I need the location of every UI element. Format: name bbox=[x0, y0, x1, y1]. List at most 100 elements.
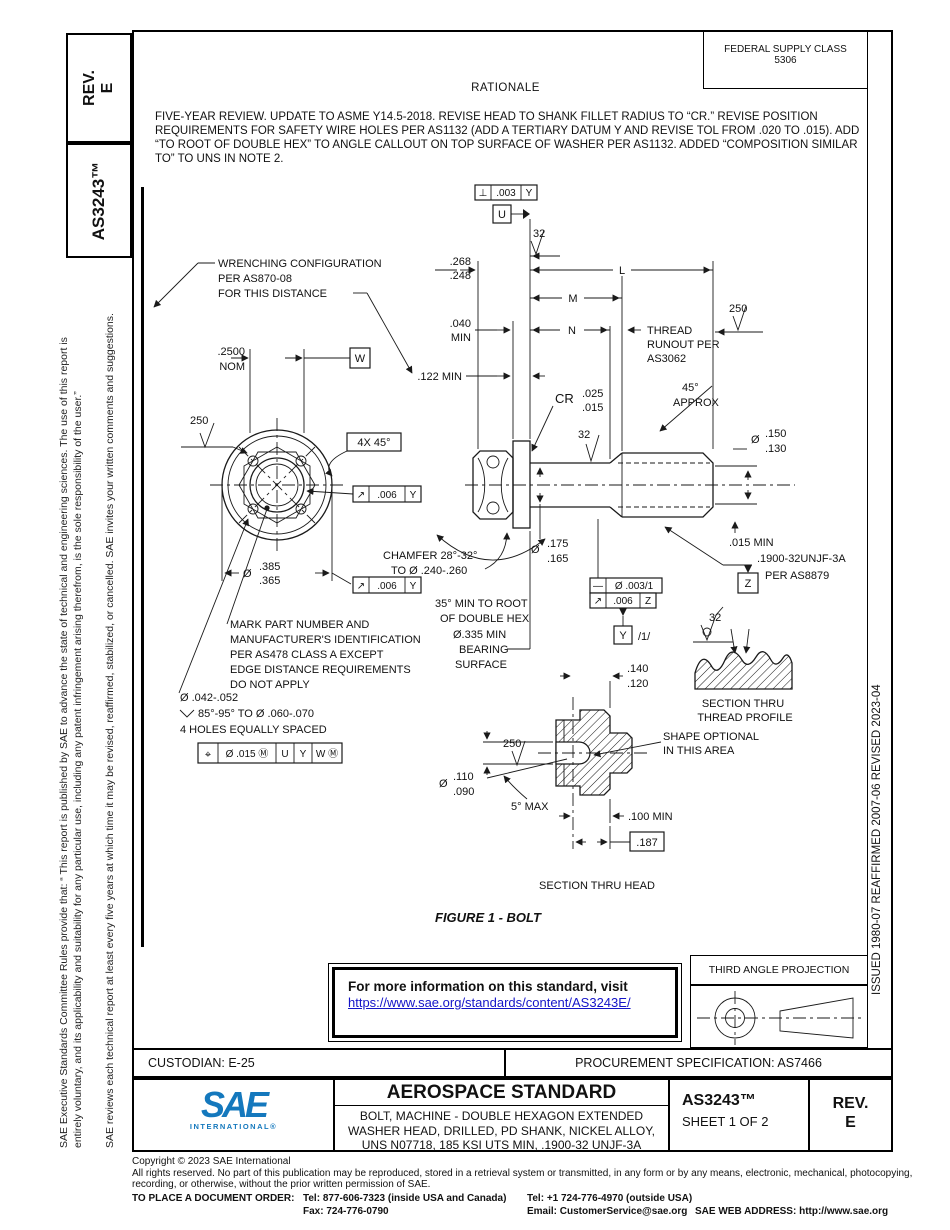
sae-logo-text: SAE bbox=[200, 1084, 269, 1125]
runoutz-icon: ↗ bbox=[594, 596, 602, 607]
projection-box: THIRD ANGLE PROJECTION bbox=[690, 955, 868, 1048]
hex35-note-2: OF DOUBLE HEX bbox=[440, 613, 530, 625]
datum-w: W bbox=[355, 353, 366, 365]
bolt-side-view bbox=[465, 440, 795, 529]
rev-label: REV. bbox=[81, 70, 98, 106]
title-block: SAE INTERNATIONAL® AEROSPACE STANDARD BO… bbox=[132, 1078, 893, 1152]
datum-y-ref: Y bbox=[619, 630, 627, 642]
section-thru-head bbox=[538, 697, 647, 849]
runout-frame-1: ↗ .006 Y bbox=[306, 485, 422, 503]
head-end-view bbox=[210, 418, 344, 552]
dia385-sym: Ø bbox=[243, 568, 252, 580]
thread-callout-2: PER AS8879 bbox=[765, 570, 829, 582]
footer-rights: All rights reserved. No part of this pub… bbox=[132, 1167, 913, 1191]
doc-number-side: AS3243™ bbox=[89, 161, 108, 240]
sae-logo-sub: INTERNATIONAL® bbox=[189, 1122, 278, 1131]
footer-copyright: Copyright © 2023 SAE International bbox=[132, 1156, 291, 1167]
dim040-min: MIN bbox=[451, 332, 471, 344]
federal-supply-class-box: FEDERAL SUPPLY CLASS 5306 bbox=[703, 31, 868, 89]
dia385-lo: .365 bbox=[259, 575, 280, 587]
title-cell: AEROSPACE STANDARD BOLT, MACHINE - DOUBL… bbox=[335, 1080, 670, 1152]
chamfer-note-1: CHAMFER 28°-32° bbox=[383, 550, 477, 562]
runout2-datum: Y bbox=[410, 581, 417, 592]
rev-value: E bbox=[99, 82, 116, 94]
footer-web: SAE WEB ADDRESS: http://www.sae.org bbox=[695, 1206, 889, 1217]
sae-logo: SAE INTERNATIONAL® bbox=[134, 1080, 335, 1150]
right-strip-divider bbox=[867, 30, 868, 1048]
dim-2500: .2500 bbox=[217, 346, 245, 358]
projection-symbol-icon bbox=[697, 991, 861, 1045]
info-box-text: For more information on this standard, v… bbox=[348, 979, 628, 994]
dia150-lo: .130 bbox=[765, 443, 786, 455]
runout-frame-z: ↗ .006 Z bbox=[589, 592, 657, 609]
rationale-text: FIVE-YEAR REVIEW. UPDATE TO ASME Y14.5-2… bbox=[155, 111, 860, 165]
pos-datum-u: U bbox=[281, 749, 288, 760]
perpendicularity-frame: ⊥ .003 Y bbox=[474, 184, 538, 201]
datum-z: Z bbox=[745, 578, 752, 590]
bearing-note-3: SURFACE bbox=[455, 659, 507, 671]
runout-sym-icon: ↗ bbox=[357, 490, 365, 501]
runout2-tol: .006 bbox=[377, 581, 397, 592]
dim-L: L bbox=[619, 265, 625, 277]
figure-1-bolt-drawing: WRENCHING CONFIGURATION PER AS870-08 FOR… bbox=[153, 184, 846, 925]
holes-note-2: 85°-95° TO Ø .060-.070 bbox=[198, 708, 314, 720]
dia150-hi: .150 bbox=[765, 428, 786, 440]
footer-tel1: Tel: 877-606-7323 (inside USA and Canada… bbox=[303, 1193, 507, 1204]
straightness-tol: Ø .003/1 bbox=[615, 581, 654, 592]
wrench-note-3: FOR THIS DISTANCE bbox=[218, 288, 327, 300]
rev-cell-value: E bbox=[845, 1114, 856, 1131]
rev-cell: REV. E bbox=[810, 1080, 891, 1150]
dim122: .122 MIN bbox=[417, 371, 462, 383]
title-line2: WASHER HEAD, DRILLED, PD SHANK, NICKEL A… bbox=[348, 1123, 655, 1138]
dim-N: N bbox=[568, 325, 576, 337]
finish-32-top: 32 bbox=[533, 228, 545, 240]
runoutz-tol: .006 bbox=[613, 596, 633, 607]
dia150-sym: Ø bbox=[751, 434, 760, 446]
cr-label: CR bbox=[555, 391, 574, 406]
left-notice-line2: entirely voluntary, and its applicabilit… bbox=[72, 391, 84, 1148]
figure-caption: FIGURE 1 - BOLT bbox=[435, 910, 542, 925]
pos-tol: Ø .015 Ⓜ bbox=[226, 748, 269, 760]
perp-datum: Y bbox=[526, 188, 533, 199]
straightness-frame: — Ø .003/1 bbox=[589, 577, 663, 594]
dim140-lo: .120 bbox=[627, 678, 648, 690]
min100: .100 MIN bbox=[628, 811, 673, 823]
dia110-sym: Ø bbox=[439, 778, 448, 790]
runoutz-datum: Z bbox=[645, 596, 651, 607]
standard-type: AEROSPACE STANDARD bbox=[335, 1080, 668, 1106]
fsc-line2: 5306 bbox=[774, 55, 797, 66]
rev-box: REV. E bbox=[66, 33, 132, 143]
cr-hi: .025 bbox=[582, 388, 603, 400]
max5: 5° MAX bbox=[511, 801, 549, 813]
pos-datum-y: Y bbox=[300, 749, 307, 760]
dim268-hi: .268 bbox=[450, 256, 471, 268]
finish-250-left: 250 bbox=[190, 415, 208, 427]
fsc-line1: FEDERAL SUPPLY CLASS bbox=[724, 44, 847, 55]
runout-frame-2: ↗ .006 Y bbox=[352, 576, 422, 594]
footer-tel2: Tel: +1 724-776-4970 (outside USA) bbox=[527, 1193, 693, 1204]
straightness-icon: — bbox=[593, 581, 603, 592]
mark-note-3: PER AS478 CLASS A EXCEPT bbox=[230, 649, 384, 661]
info-box-inner: For more information on this standard, v… bbox=[332, 967, 678, 1038]
dia110-hi: .110 bbox=[453, 771, 474, 783]
finish-250-section: 250 bbox=[503, 738, 521, 750]
dia385-hi: .385 bbox=[259, 561, 280, 573]
finish-250-right: 250 bbox=[729, 303, 747, 315]
footer-email: Email: CustomerService@sae.org bbox=[527, 1206, 688, 1217]
rev-cell-label: REV. bbox=[832, 1095, 869, 1112]
chamfer-4x45: 4X 45° bbox=[357, 437, 390, 449]
perp-icon: ⊥ bbox=[479, 188, 488, 199]
mark-note-2: MANUFACTURER'S IDENTIFICATION bbox=[230, 634, 421, 646]
mark-note-4: EDGE DISTANCE REQUIREMENTS bbox=[230, 664, 411, 676]
custodian-cell: CUSTODIAN: E-25 bbox=[134, 1050, 506, 1076]
shape-note-2: IN THIS AREA bbox=[663, 745, 735, 757]
y-ref-note: /1/ bbox=[638, 631, 651, 643]
footer-fax: Fax: 724-776-0790 bbox=[303, 1206, 389, 1217]
change-bar bbox=[141, 187, 144, 947]
hex35-note-1: 35° MIN TO ROOT bbox=[435, 598, 528, 610]
approx45-1: 45° bbox=[682, 382, 699, 394]
dia175-sym: Ø bbox=[531, 544, 540, 556]
bearing-note-2: BEARING bbox=[459, 644, 509, 656]
standard-link[interactable]: https://www.sae.org/standards/content/AS… bbox=[348, 995, 631, 1010]
